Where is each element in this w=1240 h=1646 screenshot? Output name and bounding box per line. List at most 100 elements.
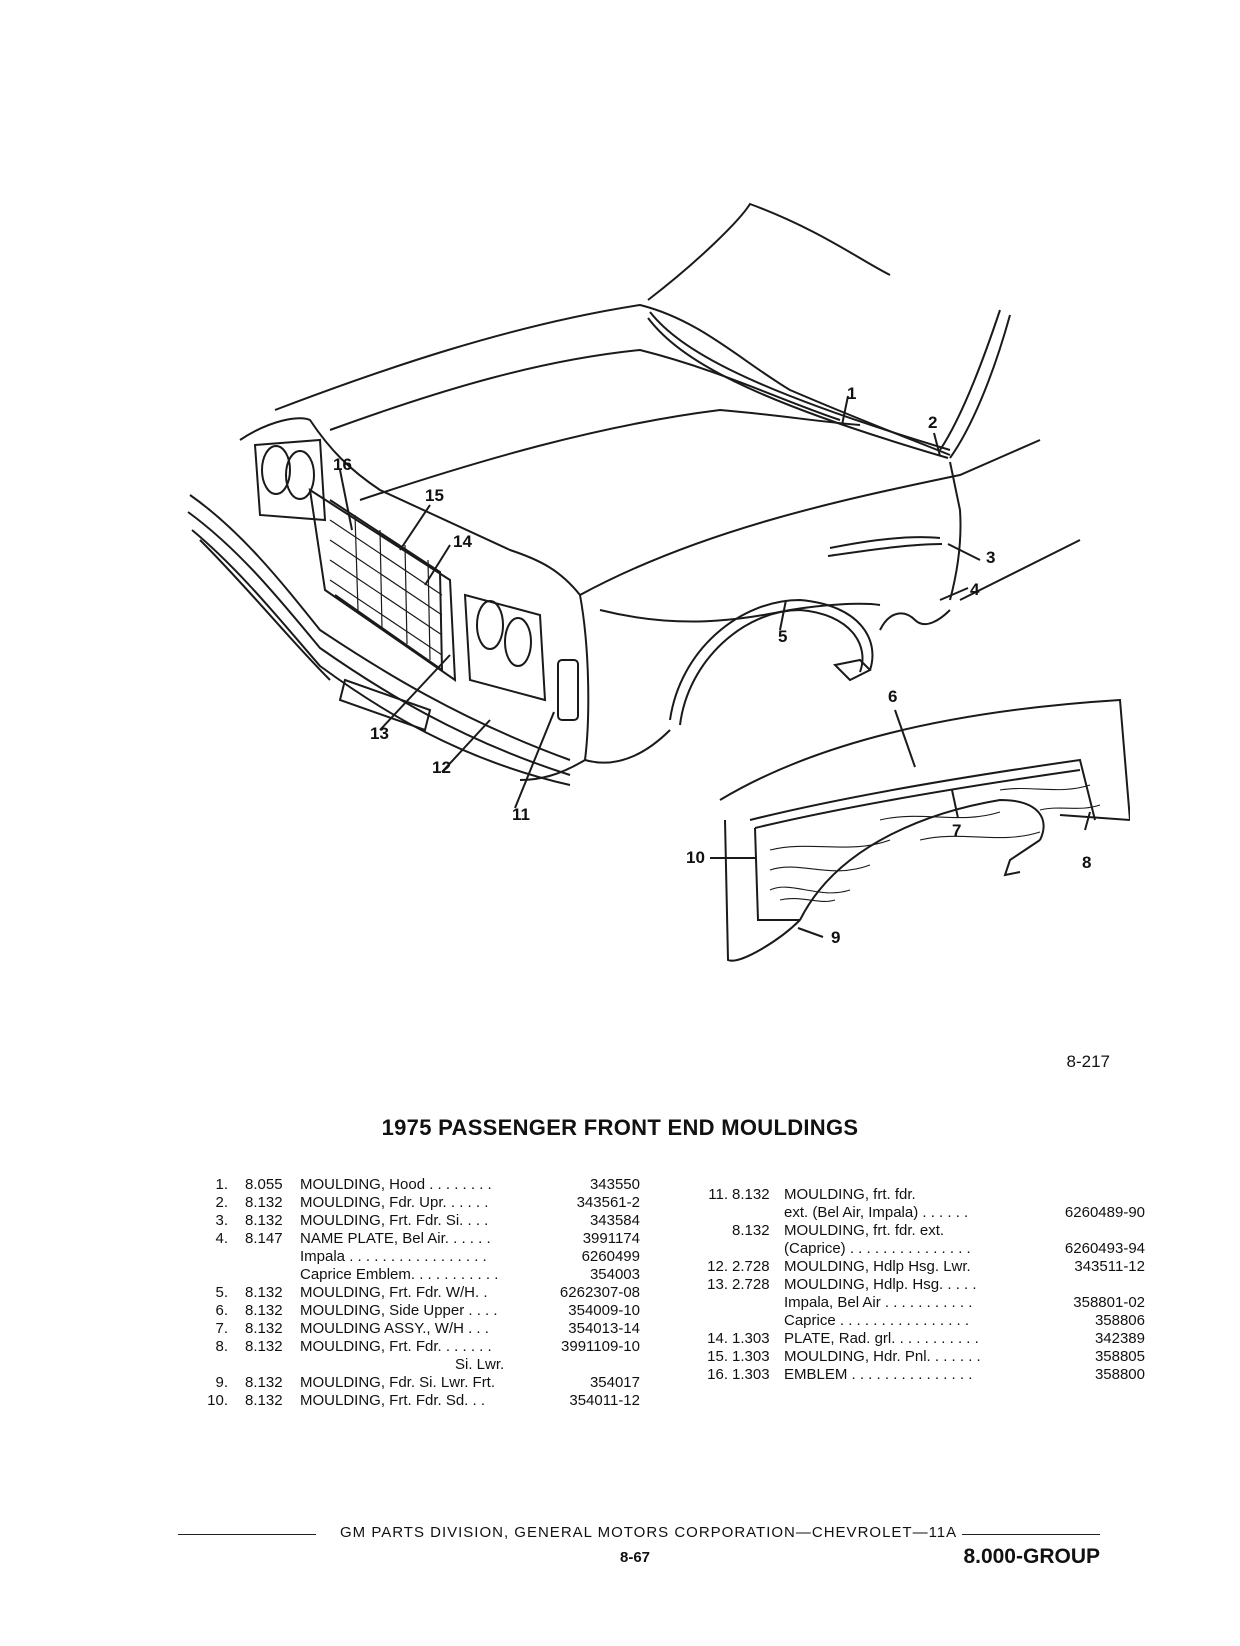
- group-number: 8.132: [245, 1284, 283, 1301]
- footer-rule-right: [962, 1534, 1100, 1535]
- group-number: 8.147: [245, 1230, 283, 1247]
- list-item: 13.2.728 MOULDING, Hdlp. Hsg. . . . .: [700, 1276, 1145, 1294]
- part-number: 343511-12: [1074, 1258, 1145, 1275]
- callout-10: 10: [686, 848, 705, 867]
- callout-15: 15: [425, 486, 444, 505]
- part-number: 354003: [589, 1266, 640, 1283]
- callout-8: 8: [1082, 853, 1092, 872]
- callout-2: 2: [928, 413, 938, 432]
- part-number: 354017: [589, 1374, 640, 1391]
- group-number: 1.303: [732, 1366, 770, 1383]
- item-description: MOULDING, Frt. Fdr. Sd. . .: [300, 1392, 486, 1409]
- footer-publisher: GM PARTS DIVISION, GENERAL MOTORS CORPOR…: [340, 1524, 958, 1541]
- list-item: Si. Lwr.: [200, 1356, 640, 1374]
- diagram-id: 8-217: [1066, 1052, 1110, 1071]
- group-label: 8.000-GROUP: [963, 1545, 1100, 1568]
- callout-6: 6: [888, 687, 898, 706]
- part-number: 342389: [1094, 1330, 1145, 1347]
- item-description: MOULDING, Side Upper . . . .: [300, 1302, 498, 1319]
- callout-5: 5: [778, 627, 788, 646]
- group-number: 1.303: [732, 1348, 770, 1365]
- parts-illustration: [180, 200, 1132, 980]
- group-number: 8.132: [245, 1320, 283, 1337]
- item-description: Si. Lwr.: [455, 1356, 505, 1373]
- list-item: 6. 8.132 MOULDING, Side Upper . . . . 35400…: [200, 1302, 640, 1320]
- group-number: 8.132: [732, 1222, 770, 1239]
- group-number: 2.728: [732, 1258, 770, 1275]
- group-number: 8.132: [245, 1194, 283, 1211]
- item-description: MOULDING, Frt. Fdr. W/H. .: [300, 1284, 488, 1301]
- part-number: 6260489-90: [1064, 1204, 1145, 1221]
- callout-16: 16: [333, 455, 352, 474]
- group-number: 2.728: [732, 1276, 770, 1293]
- callout-4: 4: [970, 580, 980, 599]
- item-number: 1.: [215, 1176, 228, 1193]
- item-description: MOULDING, Fdr. Si. Lwr. Frt.: [300, 1374, 496, 1391]
- callout-7: 7: [952, 821, 962, 840]
- group-number: 8.132: [732, 1186, 770, 1203]
- part-number: 358800: [1094, 1366, 1145, 1383]
- item-description: MOULDING, Hood . . . . . . . .: [300, 1176, 492, 1193]
- item-description: (Caprice) . . . . . . . . . . . . . . .: [784, 1240, 971, 1257]
- list-item: Caprice Emblem. . . . . . . . . . . 35400…: [200, 1266, 640, 1284]
- part-number: 358801-02: [1073, 1294, 1145, 1311]
- item-description: MOULDING ASSY., W/H . . .: [300, 1320, 489, 1337]
- item-description: Impala, Bel Air . . . . . . . . . . .: [784, 1294, 973, 1311]
- item-number: 6.: [215, 1302, 228, 1319]
- callout-14: 14: [453, 532, 472, 551]
- item-number: 10.: [207, 1392, 228, 1409]
- item-number: 8.: [215, 1338, 228, 1355]
- list-item: 16.1.303 EMBLEM . . . . . . . . . . . . .…: [700, 1366, 1145, 1384]
- part-number: 6260499: [581, 1248, 640, 1265]
- group-number: 8.132: [245, 1302, 283, 1319]
- part-number: 6262307-08: [559, 1284, 640, 1301]
- item-description: MOULDING, Frt. Fdr. . . . . . .: [300, 1338, 492, 1355]
- list-item: 15.1.303 MOULDING, Hdr. Pnl. . . . . . . 3…: [700, 1348, 1145, 1366]
- part-number: 358805: [1094, 1348, 1145, 1365]
- part-number: 354009-10: [568, 1302, 640, 1319]
- item-number: 7.: [215, 1320, 228, 1337]
- callout-3: 3: [986, 548, 996, 567]
- item-description: NAME PLATE, Bel Air. . . . . .: [300, 1230, 491, 1247]
- callout-9: 9: [831, 928, 841, 947]
- item-number: 15.: [707, 1348, 728, 1365]
- callout-1: 1: [847, 384, 857, 403]
- item-number: 13.: [707, 1276, 728, 1293]
- item-description: MOULDING, Hdr. Pnl. . . . . . .: [784, 1348, 981, 1365]
- page-title: 1975 PASSENGER FRONT END MOULDINGS: [381, 1115, 859, 1140]
- part-number: 354011-12: [569, 1392, 640, 1409]
- part-number: 343550: [589, 1176, 640, 1193]
- item-number: 3.: [215, 1212, 228, 1229]
- part-number: 3991174: [582, 1230, 640, 1247]
- item-number: 16.: [707, 1366, 728, 1383]
- item-number: 2.: [215, 1194, 228, 1211]
- group-number: 8.132: [245, 1212, 283, 1229]
- item-number: 4.: [215, 1230, 228, 1247]
- item-description: MOULDING, frt. fdr.: [784, 1186, 916, 1203]
- list-item: Impala . . . . . . . . . . . . . . . . .…: [200, 1248, 640, 1266]
- item-description: ext. (Bel Air, Impala) . . . . . .: [784, 1204, 969, 1221]
- item-description: MOULDING, Frt. Fdr. Si. . . .: [300, 1212, 489, 1229]
- item-description: EMBLEM . . . . . . . . . . . . . . .: [784, 1366, 973, 1383]
- part-number: 6260493-94: [1064, 1240, 1145, 1257]
- callout-12: 12: [432, 758, 451, 777]
- footer-rule-left: [178, 1534, 316, 1535]
- part-number: 3991109-10: [561, 1338, 640, 1355]
- callout-13: 13: [370, 724, 389, 743]
- item-description: PLATE, Rad. grl. . . . . . . . . . .: [784, 1330, 979, 1347]
- item-description: MOULDING, Hdlp. Hsg. . . . .: [784, 1276, 977, 1293]
- item-description: Caprice Emblem. . . . . . . . . . .: [300, 1266, 499, 1283]
- car-front-end-drawing: [187, 202, 1132, 962]
- item-description: MOULDING, Fdr. Upr. . . . . .: [300, 1194, 489, 1211]
